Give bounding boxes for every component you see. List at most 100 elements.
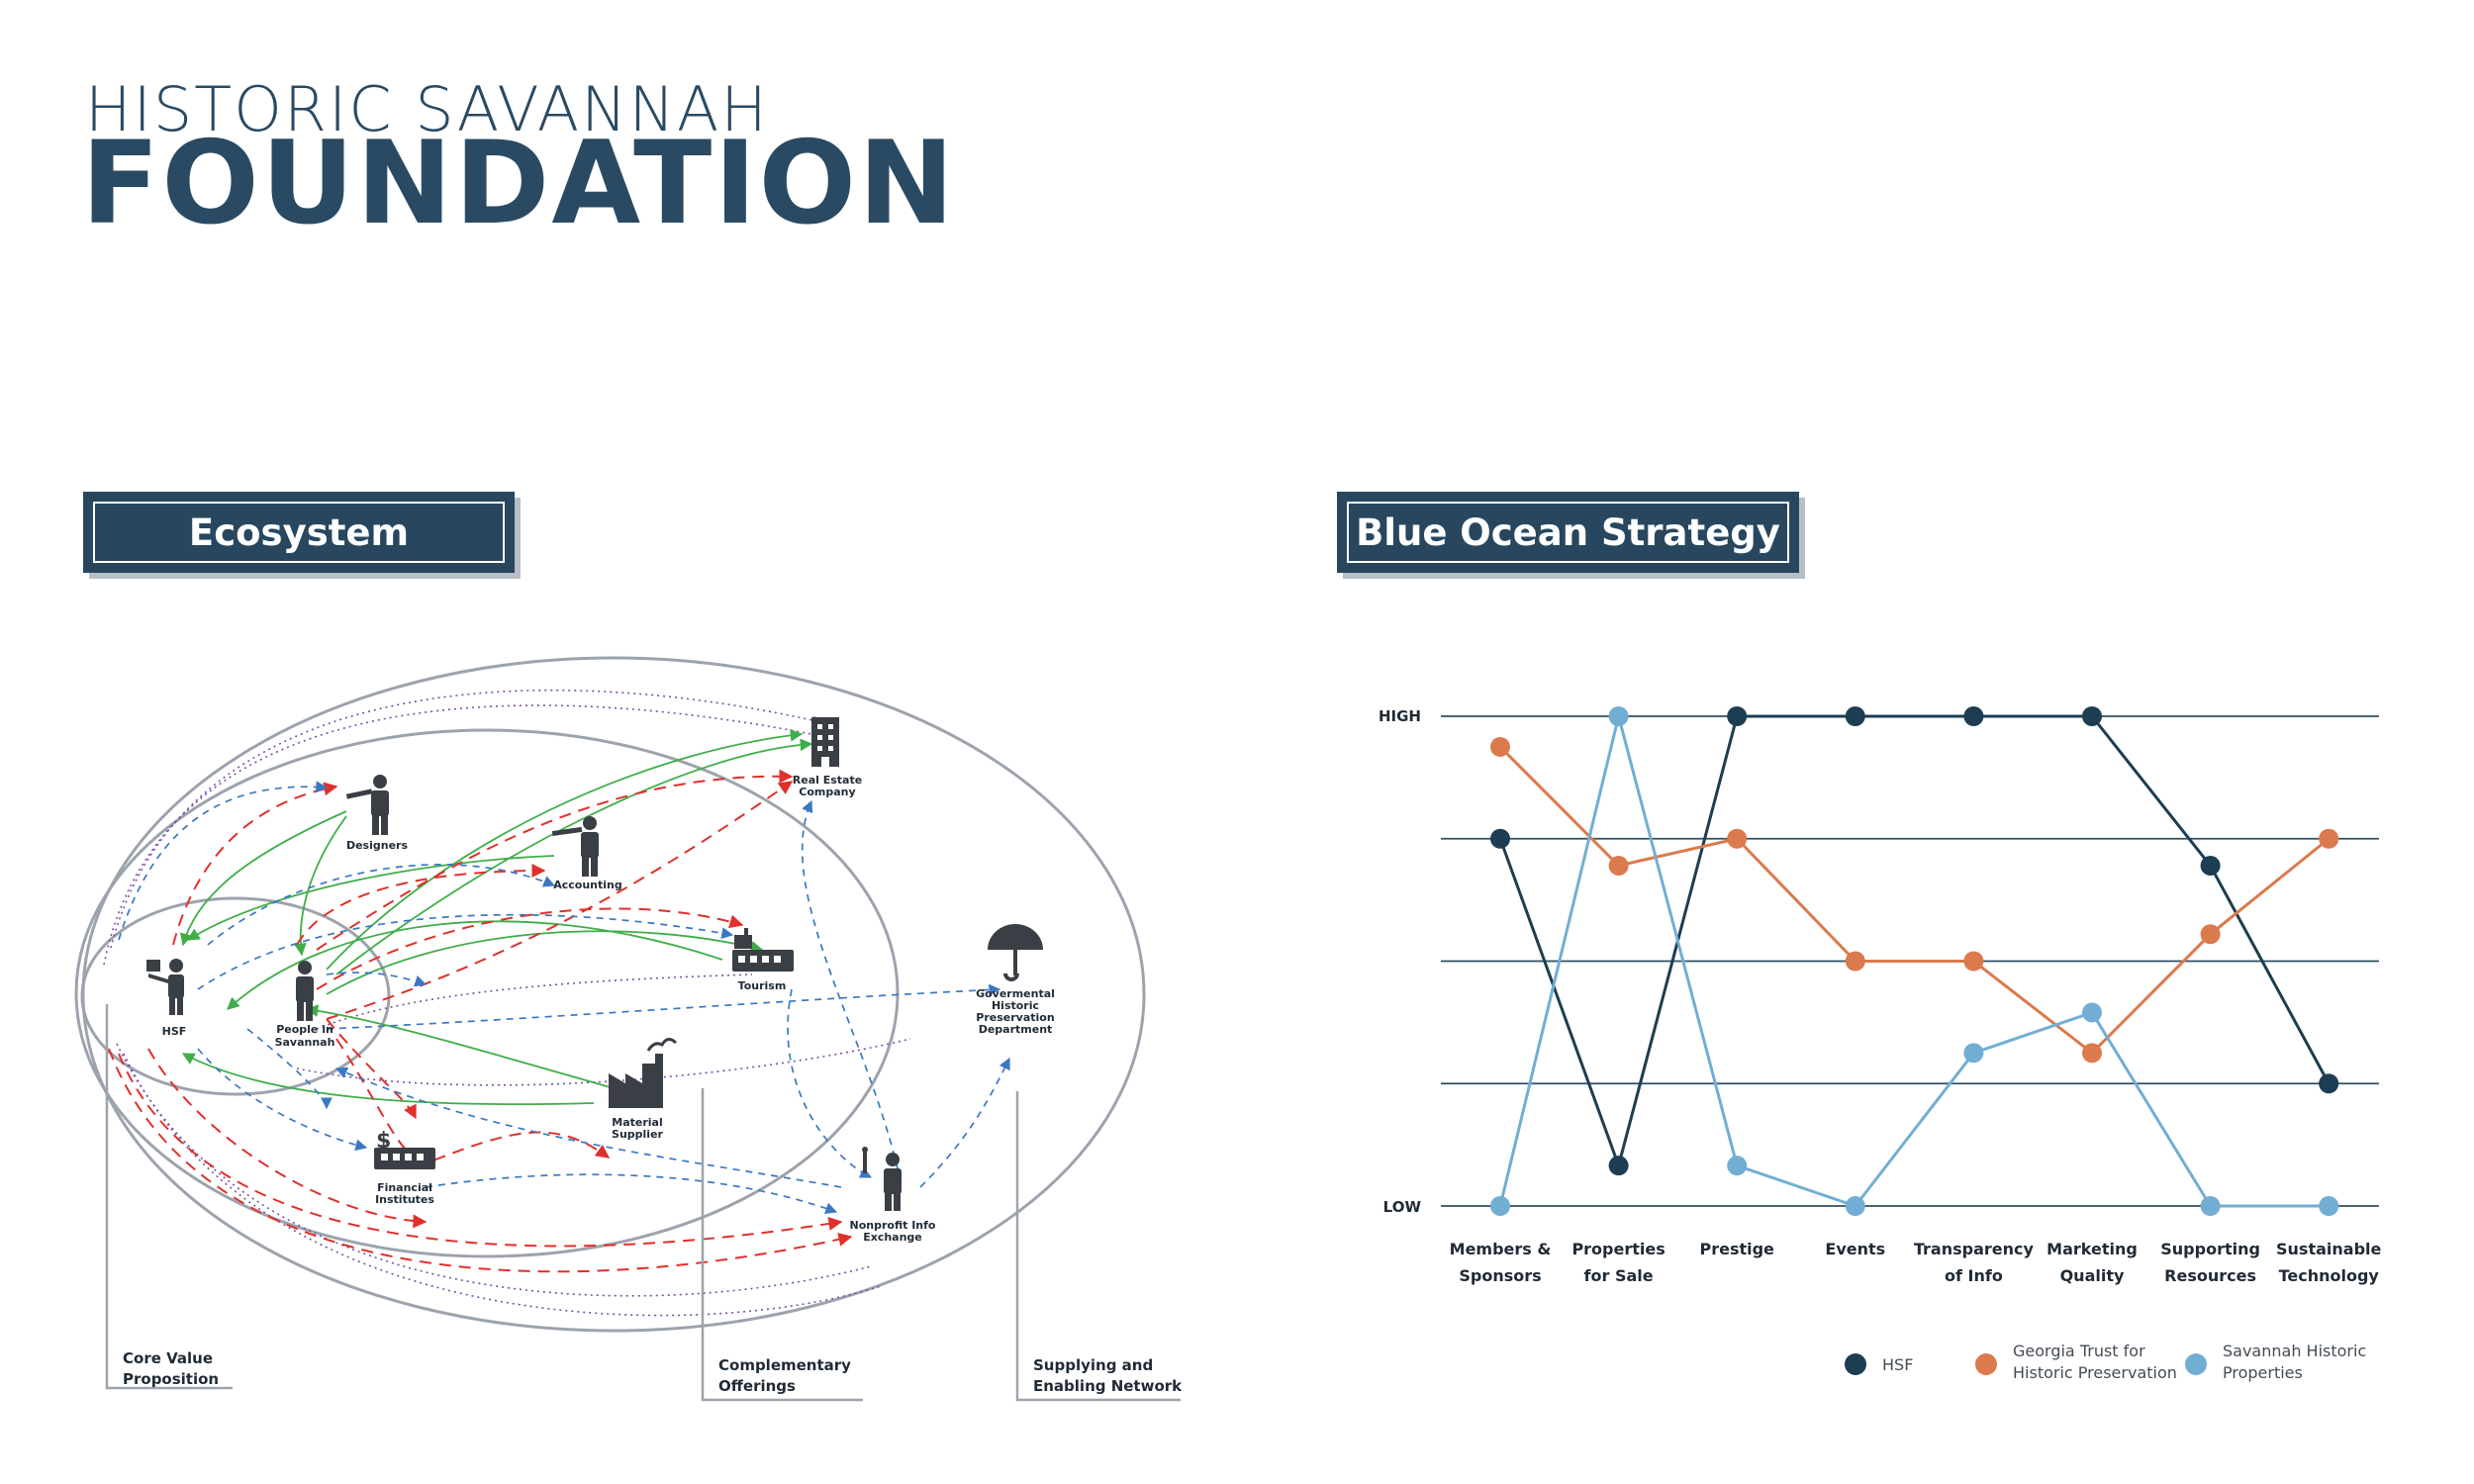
data-point [2319,1073,2339,1094]
data-point [2082,1002,2102,1023]
real-estate-label-line2: Company [799,786,855,798]
data-point [2200,924,2221,945]
complementary-zone-label-line2: Offerings [718,1377,796,1395]
data-point [1608,1156,1629,1176]
material-factory-icon [609,1038,678,1108]
category-label: Sustainable [2276,1240,2381,1258]
category-label: Events [1825,1240,1885,1258]
category-label: Quality [2060,1266,2125,1285]
category-label: Members & [1450,1240,1552,1258]
financial-label-line1: Financial [377,1181,432,1194]
government-label-line1: Govermental [976,987,1055,1000]
legend-swatch [2185,1353,2207,1375]
legend-label: Historic Preservation [2013,1363,2177,1382]
title-line-1: HISTORIC SAVANNAH [85,73,769,145]
people-label-line1: People in [276,1023,333,1036]
data-point [1727,706,1748,726]
data-point [2082,1043,2102,1064]
data-point [1608,855,1629,876]
category-label: Transparency [1914,1240,2035,1258]
government-label-line4: Department [979,1023,1053,1036]
financial-bank-icon: $ [374,1129,435,1169]
data-point [1845,706,1865,726]
hsf-person-icon [146,959,184,1015]
category-label: of Info [1945,1266,2003,1285]
real-estate-building-icon [811,717,839,767]
category-label: Prestige [1699,1240,1774,1258]
series-line-1 [1498,745,2331,1056]
data-point [1727,1156,1748,1176]
data-point [2319,828,2339,849]
designers-label: Designers [346,839,408,852]
category-label: Technology [2279,1266,2380,1285]
legend-swatch [1845,1353,1866,1375]
supplying-zone-label-line1: Supplying and [1033,1356,1153,1374]
category-label: Resources [2164,1266,2256,1285]
ecosystem-banner-title: Ecosystem [93,502,505,563]
data-point [1490,1196,1510,1216]
hsf-label: HSF [162,1025,187,1038]
material-label-line2: Supplier [612,1128,664,1141]
category-label: for Sale [1584,1266,1654,1285]
inner-ellipse [80,896,391,1096]
legend-label: Georgia Trust for [2013,1342,2145,1360]
designers-person-icon [345,775,389,835]
chart-series-lines [1498,714,2331,1208]
data-point [2082,706,2102,726]
financial-label-line2: Institutes [375,1193,434,1206]
complementary-zone-label-line1: Complementary [718,1356,851,1374]
tourism-label: Tourism [738,979,787,992]
zone-brackets [105,1004,1181,1402]
purple-flows [103,689,911,1317]
data-point [1490,736,1510,757]
svg-text:$: $ [376,1129,391,1154]
middle-ellipse [74,728,900,1258]
core-zone-label-line2: Proposition [123,1370,219,1388]
y-tick-low: LOW [1383,1198,1422,1216]
people-person-icon [296,961,314,1021]
blue-ocean-banner-title: Blue Ocean Strategy [1347,502,1789,563]
accounting-person-icon [551,816,599,877]
supplying-zone-label-line2: Enabling Network [1033,1377,1183,1395]
ecosystem-banner: Ecosystem [83,492,515,573]
data-point [2200,855,2221,876]
people-label-line2: Savannah [275,1036,335,1049]
blue-flows [118,781,1010,1214]
accounting-label: Accounting [553,879,622,891]
data-point [1963,1043,1984,1064]
data-point [1845,1196,1865,1216]
legend-label: Savannah Historic [2223,1342,2366,1360]
legend-label: Properties [2223,1363,2303,1382]
government-umbrella-icon [988,924,1043,981]
data-point [2319,1196,2339,1216]
series-line-0 [1498,714,2331,1171]
data-point [1727,828,1748,849]
chart-series-points [1490,706,2339,1216]
title-line-2: FOUNDATION [81,117,957,250]
nonprofit-person-icon [862,1147,902,1211]
legend-swatch [1975,1353,1997,1375]
data-point [1608,706,1629,726]
y-tick-high: HIGH [1379,707,1421,725]
data-point [1490,828,1510,849]
red-flows [108,769,853,1273]
category-label: Sponsors [1459,1266,1541,1285]
green-flows [179,729,813,1106]
core-zone-label-line1: Core Value [123,1349,213,1367]
real-estate-label-line1: Real Estate [793,774,862,787]
data-point [1963,951,1984,972]
tourism-train-icon [732,928,794,972]
nonprofit-label-line1: Nonprofit Info [850,1219,936,1232]
data-point [1845,951,1865,972]
government-label-line2: Historic [992,999,1039,1012]
blue-ocean-banner: Blue Ocean Strategy [1337,492,1799,573]
legend-label: HSF [1882,1355,1913,1374]
government-label-line3: Preservation [976,1011,1054,1024]
data-point [2200,1196,2221,1216]
nonprofit-label-line2: Exchange [863,1231,922,1244]
category-label: Marketing [2046,1240,2138,1258]
material-label-line1: Material [612,1116,662,1129]
